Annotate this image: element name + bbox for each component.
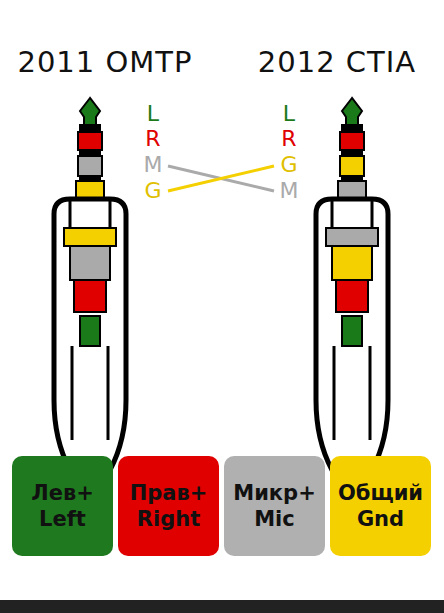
ground-box: ОбщийGnd xyxy=(330,456,431,556)
column-title: 2012 CTIA xyxy=(258,48,416,77)
box-text: Микр+ xyxy=(233,480,316,506)
left-channel-box: Лев+Left xyxy=(12,456,113,556)
pin-letter: G xyxy=(144,180,161,202)
omtp-jack xyxy=(54,98,126,470)
pin-letter: R xyxy=(145,128,160,150)
pin-letter: M xyxy=(280,180,299,202)
box-text: Gnd xyxy=(357,506,404,532)
box-text: Лев+ xyxy=(31,480,94,506)
mic-box: Микр+Mic xyxy=(224,456,325,556)
box-text: Прав+ xyxy=(130,480,208,506)
pin-letter: G xyxy=(280,154,297,176)
pin-letter: M xyxy=(144,154,163,176)
box-text: Right xyxy=(137,506,200,532)
pin-letter: L xyxy=(147,103,159,125)
box-text: Mic xyxy=(254,506,295,532)
column-title: 2011 OMTP xyxy=(17,48,192,77)
bottom-bar xyxy=(0,600,444,613)
pin-letter: L xyxy=(283,103,295,125)
gnd-swap-line xyxy=(168,166,274,191)
box-text: Left xyxy=(39,506,86,532)
ctia-jack xyxy=(316,98,388,470)
mic-swap-line xyxy=(168,166,274,191)
right-channel-box: Прав+Right xyxy=(118,456,219,556)
pin-letter: R xyxy=(281,128,296,150)
box-text: Общий xyxy=(338,480,423,506)
